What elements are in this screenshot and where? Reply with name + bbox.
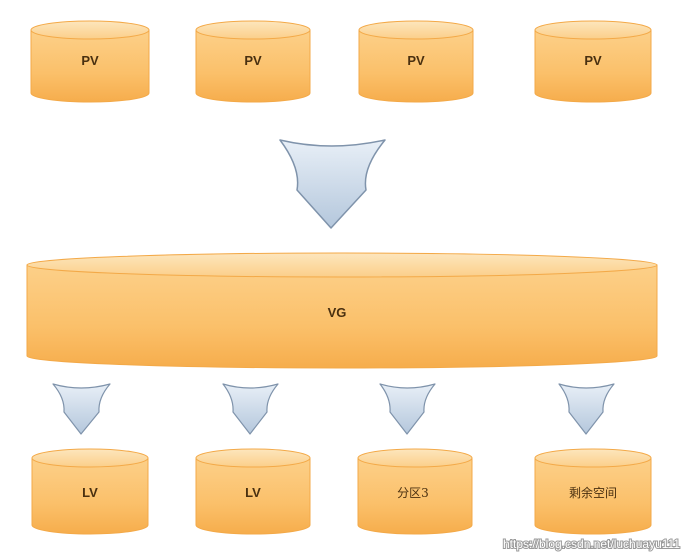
lv-disk: 分区3: [357, 448, 473, 535]
big-down-arrow-icon: [279, 139, 386, 229]
pv-disk: PV: [30, 20, 150, 103]
lv-label: LV: [245, 485, 261, 500]
pv-label: PV: [244, 53, 262, 68]
lv-disk: LV: [195, 448, 311, 535]
vg-label: VG: [328, 305, 347, 320]
small-down-arrow-icon: [52, 383, 111, 435]
lv-disk: 剩余空间: [534, 448, 652, 535]
small-down-arrow-icon: [222, 383, 279, 435]
pv-disk: PV: [534, 20, 652, 103]
pv-disk: PV: [358, 20, 474, 103]
free-space-label: 剩余空间: [569, 485, 617, 500]
lv-disk: LV: [31, 448, 149, 535]
small-down-arrow-icon: [558, 383, 615, 435]
partition-label: 分区3: [397, 486, 429, 500]
pv-label: PV: [584, 53, 602, 68]
pv-label: PV: [407, 53, 425, 68]
vg-volume: VG: [26, 252, 658, 369]
lv-label: LV: [82, 485, 98, 500]
watermark: https://blog.csdn.net/luchuayu111: [503, 537, 680, 551]
small-down-arrow-icon: [379, 383, 436, 435]
pv-label: PV: [81, 53, 99, 68]
pv-disk: PV: [195, 20, 311, 103]
